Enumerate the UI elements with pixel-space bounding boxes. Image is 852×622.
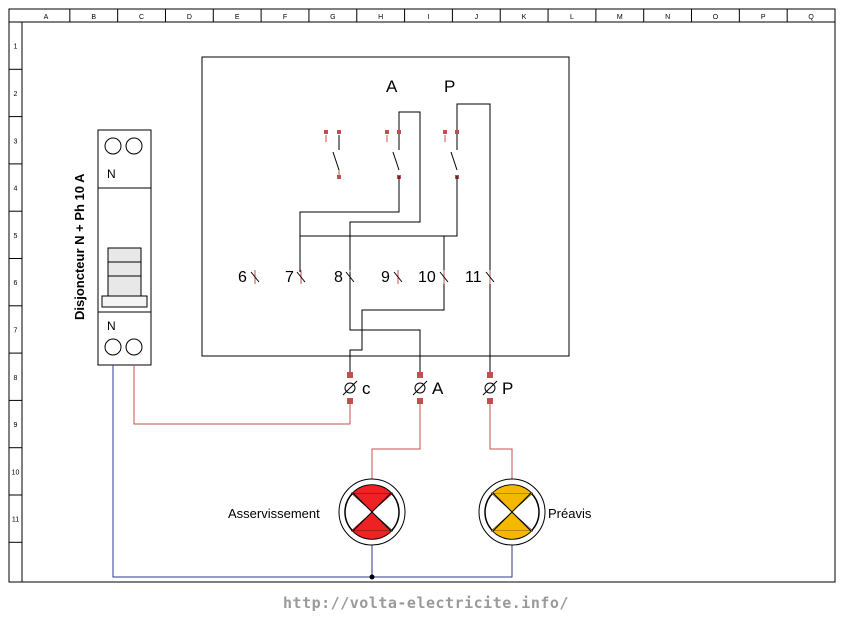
column-header-m: M	[617, 14, 623, 21]
breaker-toggle	[107, 247, 142, 297]
svg-text:A: A	[432, 379, 444, 398]
column-headers: A B C D E F G H I J K L M N O P Q	[44, 9, 836, 22]
breaker-top-n-label: N	[107, 167, 116, 181]
terminal-7: 7	[285, 269, 306, 286]
column-header-g: G	[330, 14, 335, 21]
row-header-8: 8	[14, 375, 18, 382]
row-header-11: 11	[12, 517, 19, 524]
row-header-9: 9	[14, 422, 18, 429]
column-header-q: Q	[808, 14, 814, 21]
circuit-breaker: N N	[97, 129, 152, 366]
lamp-asservissement	[338, 478, 406, 546]
svg-text:8: 8	[334, 269, 343, 286]
phase-wiring	[133, 365, 513, 480]
row-header-3: 3	[14, 138, 18, 145]
output-terminals: c A P	[342, 372, 513, 404]
column-header-a: A	[44, 14, 49, 21]
column-header-k: K	[522, 14, 527, 21]
svg-text:11: 11	[465, 269, 482, 286]
contact-switches	[324, 120, 459, 179]
row-header-5: 5	[14, 233, 18, 240]
row-header-10: 10	[12, 469, 20, 476]
column-header-b: B	[91, 14, 96, 21]
neutral-wiring	[112, 365, 513, 578]
row-header-6: 6	[14, 280, 18, 287]
lamp-preavis-label: Préavis	[548, 506, 592, 521]
row-header-7: 7	[14, 327, 18, 334]
svg-text:c: c	[362, 379, 371, 398]
row-header-1: 1	[14, 44, 18, 51]
column-header-e: E	[235, 14, 240, 21]
terminal-11: 11	[465, 269, 495, 286]
terminal-screw-bottom-right	[125, 338, 143, 356]
terminal-9: 9	[381, 269, 403, 286]
internal-wiring	[299, 103, 491, 372]
breaker-bottom-n-label: N	[107, 319, 116, 333]
svg-text:7: 7	[285, 269, 294, 286]
contactor-box	[201, 56, 570, 357]
svg-text:10: 10	[418, 269, 436, 286]
column-header-n: N	[665, 14, 670, 21]
row-header-2: 2	[14, 91, 18, 98]
column-header-i: I	[428, 14, 430, 21]
switch-a	[385, 128, 401, 179]
terminal-screw-top-left	[104, 137, 122, 155]
terminal-10: 10	[418, 269, 449, 286]
terminal-screw-bottom-left	[104, 338, 122, 356]
breaker-label: Disjoncteur N + Ph 10 A	[72, 173, 87, 320]
column-header-d: D	[187, 14, 192, 21]
column-header-o: O	[713, 14, 719, 21]
svg-text:P: P	[502, 379, 513, 398]
source-watermark: http://volta-electricite.info/	[283, 594, 569, 612]
row-header-4: 4	[14, 186, 18, 193]
output-terminal-p: P	[482, 372, 513, 404]
output-terminal-a: A	[412, 372, 444, 404]
svg-text:6: 6	[238, 269, 247, 286]
terminal-6: 6	[238, 269, 260, 286]
neutral-junction	[369, 574, 375, 580]
column-header-f: F	[283, 14, 287, 21]
column-header-h: H	[378, 14, 383, 21]
contactor-p-label: P	[444, 77, 455, 96]
column-header-j: J	[475, 14, 479, 21]
row-headers: 1 2 3 4 5 6 7 8 9 10 11	[9, 44, 22, 543]
svg-text:9: 9	[381, 269, 390, 286]
switch-left	[324, 130, 341, 179]
contactor-a-label: A	[386, 77, 398, 96]
column-header-p: P	[761, 14, 766, 21]
terminal-screw-top-right	[125, 137, 143, 155]
lamp-preavis	[478, 478, 546, 546]
column-header-l: L	[570, 14, 574, 21]
column-header-c: C	[139, 14, 144, 21]
lamp-asservissement-label: Asservissement	[228, 506, 320, 521]
output-terminal-c: c	[342, 372, 371, 404]
